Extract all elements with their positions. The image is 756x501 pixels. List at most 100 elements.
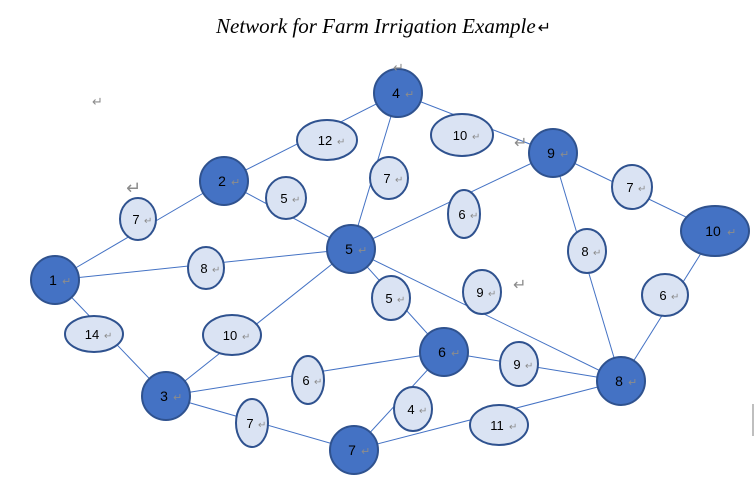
weights-layer: 7↵8↵14↵12↵5↵10↵6↵7↵7↵10↵6↵5↵9↵4↵9↵11↵8↵7… [64,113,689,448]
weight-ellipse [64,315,124,353]
edge-weight-10-8: 6↵ [641,273,689,317]
node-label: 4 [392,85,400,101]
node-5: 5↵ [326,224,376,274]
weight-ellipse [187,246,225,290]
edge-weight-2-4: 12 ↵ [296,119,358,161]
weight-label: 7 [246,416,253,431]
node-label: 2 [218,173,226,189]
weight-label: 7 [383,171,390,186]
edge-weight-3-5: 10↵ [202,314,262,356]
paragraph-mark-icon: ↵ [361,445,370,458]
node-label: 9 [547,145,555,161]
weight-ellipse [611,164,653,210]
weight-ellipse [202,314,262,356]
weight-label: 5 [385,291,392,306]
weight-label: 12 [318,133,332,148]
node-8: 8↵ [596,356,646,406]
weight-ellipse [393,386,433,432]
weight-label: 6 [659,288,666,303]
node-label: 1 [49,272,57,288]
paragraph-mark-icon: ↵ [337,137,345,148]
node-circle [30,255,80,305]
node-4: 4↵ [373,68,423,118]
weight-label: 6 [302,373,309,388]
weight-label: 9 [513,357,520,372]
weight-ellipse [371,275,411,321]
edge-weight-1-3: 14↵ [64,315,124,353]
edge-weight-7-8: 11 ↵ [469,404,529,446]
paragraph-marks-layer: ↵ ↵ ↵ ↵ ↵ [92,61,527,294]
weight-ellipse [469,404,529,446]
paragraph-mark-icon: ↵ [292,195,300,206]
weight-ellipse [265,176,307,220]
node-7: 7↵ [329,425,379,475]
paragraph-mark-icon: ↵ [509,422,517,433]
weight-ellipse [499,341,539,387]
node-circle [141,371,191,421]
node-circle [373,68,423,118]
weight-ellipse [291,355,325,405]
paragraph-mark-icon: ↵ [537,18,552,37]
node-circle [199,156,249,206]
node-circle [419,327,469,377]
weight-ellipse [296,119,358,161]
node-circle [680,205,750,257]
paragraph-mark-icon: ↵ [258,420,266,431]
paragraph-mark-icon: ↵ [395,175,403,186]
node-label: 6 [438,344,446,360]
node-label: 3 [160,388,168,404]
edge-weight-9-8: 8↵ [567,228,607,274]
weight-label: 7 [132,212,139,227]
paragraph-mark-icon: ↵ [472,132,480,143]
node-label: 8 [615,373,623,389]
edge-weight-5-8: 9↵ [462,269,502,315]
paragraph-mark-icon: ↵ [514,133,527,152]
edge-weight-3-7: 7↵ [235,398,269,448]
weight-label: 5 [280,191,287,206]
weight-ellipse [430,113,494,157]
weight-label: 7 [626,180,633,195]
edge-weight-1-5: 8↵ [187,246,225,290]
paragraph-mark-icon: ↵ [144,216,152,227]
paragraph-mark-icon: ↵ [92,95,103,110]
weight-ellipse [462,269,502,315]
weight-label: 8 [200,261,207,276]
weight-ellipse [641,273,689,317]
node-circle [326,224,376,274]
paragraph-mark-icon: ↵ [358,244,367,257]
weight-ellipse [567,228,607,274]
weight-label: 4 [407,402,414,417]
diagram-title: Network for Farm Irrigation Example↵ [216,14,551,39]
weight-label: 11 [490,418,504,433]
paragraph-mark-icon: ↵ [397,295,405,306]
edge-3-5 [165,248,352,397]
paragraph-mark-icon: ↵ [451,347,460,360]
paragraph-mark-icon: ↵ [525,361,533,372]
paragraph-mark-icon: ↵ [231,176,240,189]
edge-weight-4-9: 10↵ [430,113,494,157]
node-label: 5 [345,241,353,257]
edge-weight-5-6: 5↵ [371,275,411,321]
weight-ellipse [119,197,157,241]
node-circle [596,356,646,406]
paragraph-mark-icon: ↵ [126,178,141,199]
edge-5-8 [350,248,622,382]
edge-weight-9-10: 7↵ [611,164,653,210]
paragraph-mark-icon: ↵ [638,184,646,195]
weight-label: 8 [581,244,588,259]
paragraph-mark-icon: ↵ [393,61,404,76]
nodes-layer: 1↵2↵3↵4↵5↵6↵7↵8↵9↵10↵ [30,68,750,475]
weight-label: 9 [476,285,483,300]
paragraph-mark-icon: ↵ [212,265,220,276]
node-10: 10↵ [680,205,750,257]
paragraph-mark-icon: ↵ [470,211,478,222]
node-3: 3↵ [141,371,191,421]
paragraph-mark-icon: ↵ [628,376,637,389]
node-label: 10 [705,223,721,239]
weight-label: 6 [458,207,465,222]
node-2: 2↵ [199,156,249,206]
weight-label: 14 [85,327,99,342]
weight-ellipse [447,189,481,239]
weight-ellipse [235,398,269,448]
